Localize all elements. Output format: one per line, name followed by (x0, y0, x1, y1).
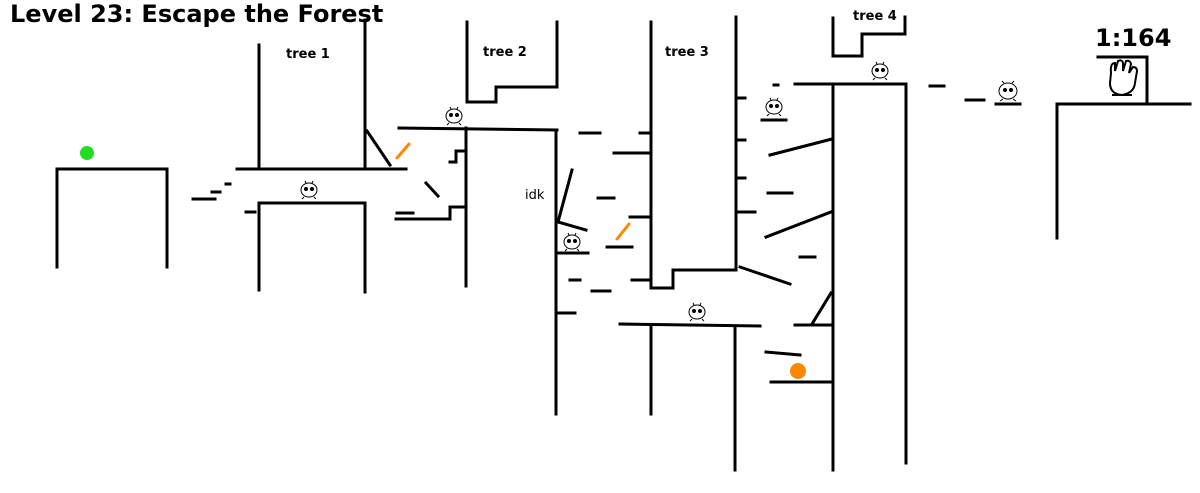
enemy-creature-icon (563, 232, 581, 252)
ramp (423, 180, 441, 199)
hazards (395, 142, 631, 241)
orange-hazard (395, 142, 411, 160)
ramp (768, 137, 834, 157)
orange-hazard (615, 222, 631, 241)
step (764, 350, 802, 357)
notch (394, 205, 468, 221)
ramp (738, 265, 792, 286)
tree-3-root (649, 268, 738, 290)
enemy-creature-icon (871, 61, 889, 81)
enemy-creature-icon (300, 180, 318, 200)
ramp (764, 210, 833, 239)
enemy-creature-icon (765, 97, 783, 117)
enemies (300, 61, 1018, 322)
tree-2-canopy (465, 20, 559, 104)
enemy-creature-icon (688, 302, 706, 322)
tree-2-label: tree 2 (483, 45, 527, 60)
goal-platform (1055, 102, 1192, 240)
enemy-creature-icon (998, 80, 1018, 102)
orange-orb-icon[interactable] (790, 363, 806, 379)
ramp (364, 128, 393, 168)
goal-glove-icon[interactable] (1108, 59, 1139, 97)
walls (55, 15, 1192, 472)
tree-1-base (257, 201, 367, 294)
ramp (556, 168, 574, 224)
player-blob-icon[interactable] (80, 146, 94, 160)
tree-1-trunk (257, 43, 408, 171)
tree-1-label: tree 1 (286, 47, 330, 62)
tree-2-branch (397, 126, 559, 132)
level-title: Level 23: Escape the Forest (10, 0, 384, 28)
ramp (556, 220, 588, 232)
timer-readout: 1:164 (1095, 24, 1172, 52)
tree-4-label: tree 4 (853, 9, 897, 24)
notch (448, 149, 468, 164)
start-platform (55, 167, 169, 269)
tree-3-branch (618, 322, 762, 328)
tree-4-canopy (831, 15, 907, 58)
tree-3-label: tree 3 (665, 45, 709, 60)
ramp (809, 290, 834, 327)
idk-label: idk (525, 188, 545, 203)
goal-frame (1096, 55, 1149, 106)
enemy-creature-icon (445, 106, 463, 126)
